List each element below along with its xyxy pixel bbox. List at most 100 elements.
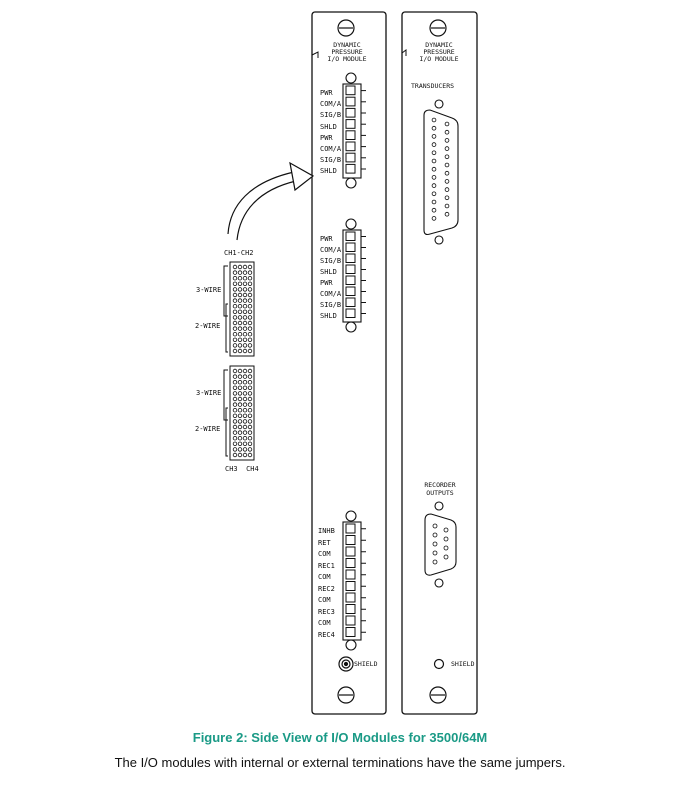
jumper-pin [237,452,243,458]
db25-pin [431,183,437,188]
terminal-label: SHLD [320,312,337,320]
recorder-outputs-label: RECORDER OUTPUTS [424,481,456,497]
jumper-pin [237,385,243,390]
jumper-pin [232,402,238,407]
db9-pin [443,527,449,533]
jumper-pin [237,326,243,331]
jumper-pin [232,281,238,286]
jumper-pin [247,447,253,452]
terminal-screw [345,253,356,263]
jumper-pin [242,292,248,298]
jumper-pin [232,396,238,402]
jumper-pin [247,264,253,270]
jumper-pin [242,391,248,396]
db9-pin [443,554,449,560]
jumper-pin [237,281,243,286]
jumper-pin [247,315,253,320]
jumper-pin [237,441,243,446]
db25-pin [431,216,437,221]
jumper-label-top: CH1-CH2 [224,249,254,257]
jumper-pin [232,419,238,424]
jumper-pin [247,348,253,354]
terminal-label: SIG/B [320,301,342,309]
jumper-pin [247,385,253,390]
terminal-screw [345,130,356,141]
jumper-pin [232,385,238,390]
jumper-pin [237,343,243,348]
jumper-pin [242,380,248,385]
terminal-label: COM/A [320,246,342,254]
jumper-pin [232,391,238,396]
jumper-pin [232,441,238,446]
jumper-pin [242,320,248,326]
jumper-pin [232,292,238,298]
jumper-pin [247,270,253,275]
jumper-pin [247,320,253,326]
db25-pin [444,138,450,143]
db25-pin [431,207,437,213]
jumper-pin [242,430,248,435]
db25-pins [431,117,450,221]
jumper-pin [232,332,238,337]
db25-pin [444,170,450,176]
jumper-pin [237,315,243,320]
jumper-pin [247,441,253,446]
recorder-connector [424,501,457,588]
db25-pin [444,187,450,192]
jumper-pin [232,343,238,348]
terminal-label: COM [318,550,331,558]
jumper-pin [232,309,238,314]
db9-pin [432,523,438,529]
curved-arrow [227,161,315,241]
jumper-pin [237,424,243,430]
jumper-pin [232,436,238,441]
terminal-screw [345,592,356,603]
jumper-pin [242,402,248,407]
terminal-label: PWR [320,89,333,97]
terminal-label: SHLD [320,167,337,176]
jumper-pin [232,447,238,452]
jumper-pin [247,292,253,298]
jumper-pin [242,441,248,446]
left-module-title: DYNAMIC PRESSURE I/O MODULE [327,41,367,63]
right-module-panel [401,11,478,715]
jumper-pin [237,396,243,402]
jumper-pin [237,380,243,385]
jumper-pin [237,430,243,435]
jumper-pin [237,304,243,309]
jumper-pin [237,419,243,424]
db25-pin [431,117,437,123]
db9-pin [432,541,438,547]
terminal-screw [345,163,356,174]
jumper-pin [242,264,248,270]
jumper-pin [232,326,238,331]
db25-pin [431,134,437,139]
terminal-screw [345,627,356,637]
jumper-pin [237,332,243,337]
jumper-pin [232,413,238,418]
jumper-pin [247,424,253,430]
jumper-pin [242,332,248,337]
db25-pin [444,211,450,217]
jumper-pin [232,287,238,292]
db9-pins [432,523,449,565]
jumper-pin [247,368,253,374]
jumper-pin [247,287,253,292]
terminal-label: REC2 [318,584,335,593]
jumper-pin [237,276,243,281]
terminal-screw [345,141,356,152]
db9-pin [432,559,438,565]
jumper-pin [242,374,248,379]
jumper-pin [237,447,243,452]
jumper-pin [237,374,243,379]
jumper-pin [247,380,253,385]
jumper-pin [247,430,253,435]
jumper-pin [232,408,238,413]
jumper-pin [232,337,238,342]
jumper-pin [232,264,238,270]
jumper-pin [237,298,243,303]
jumper-pin [237,348,243,354]
db9-pin [432,532,438,538]
